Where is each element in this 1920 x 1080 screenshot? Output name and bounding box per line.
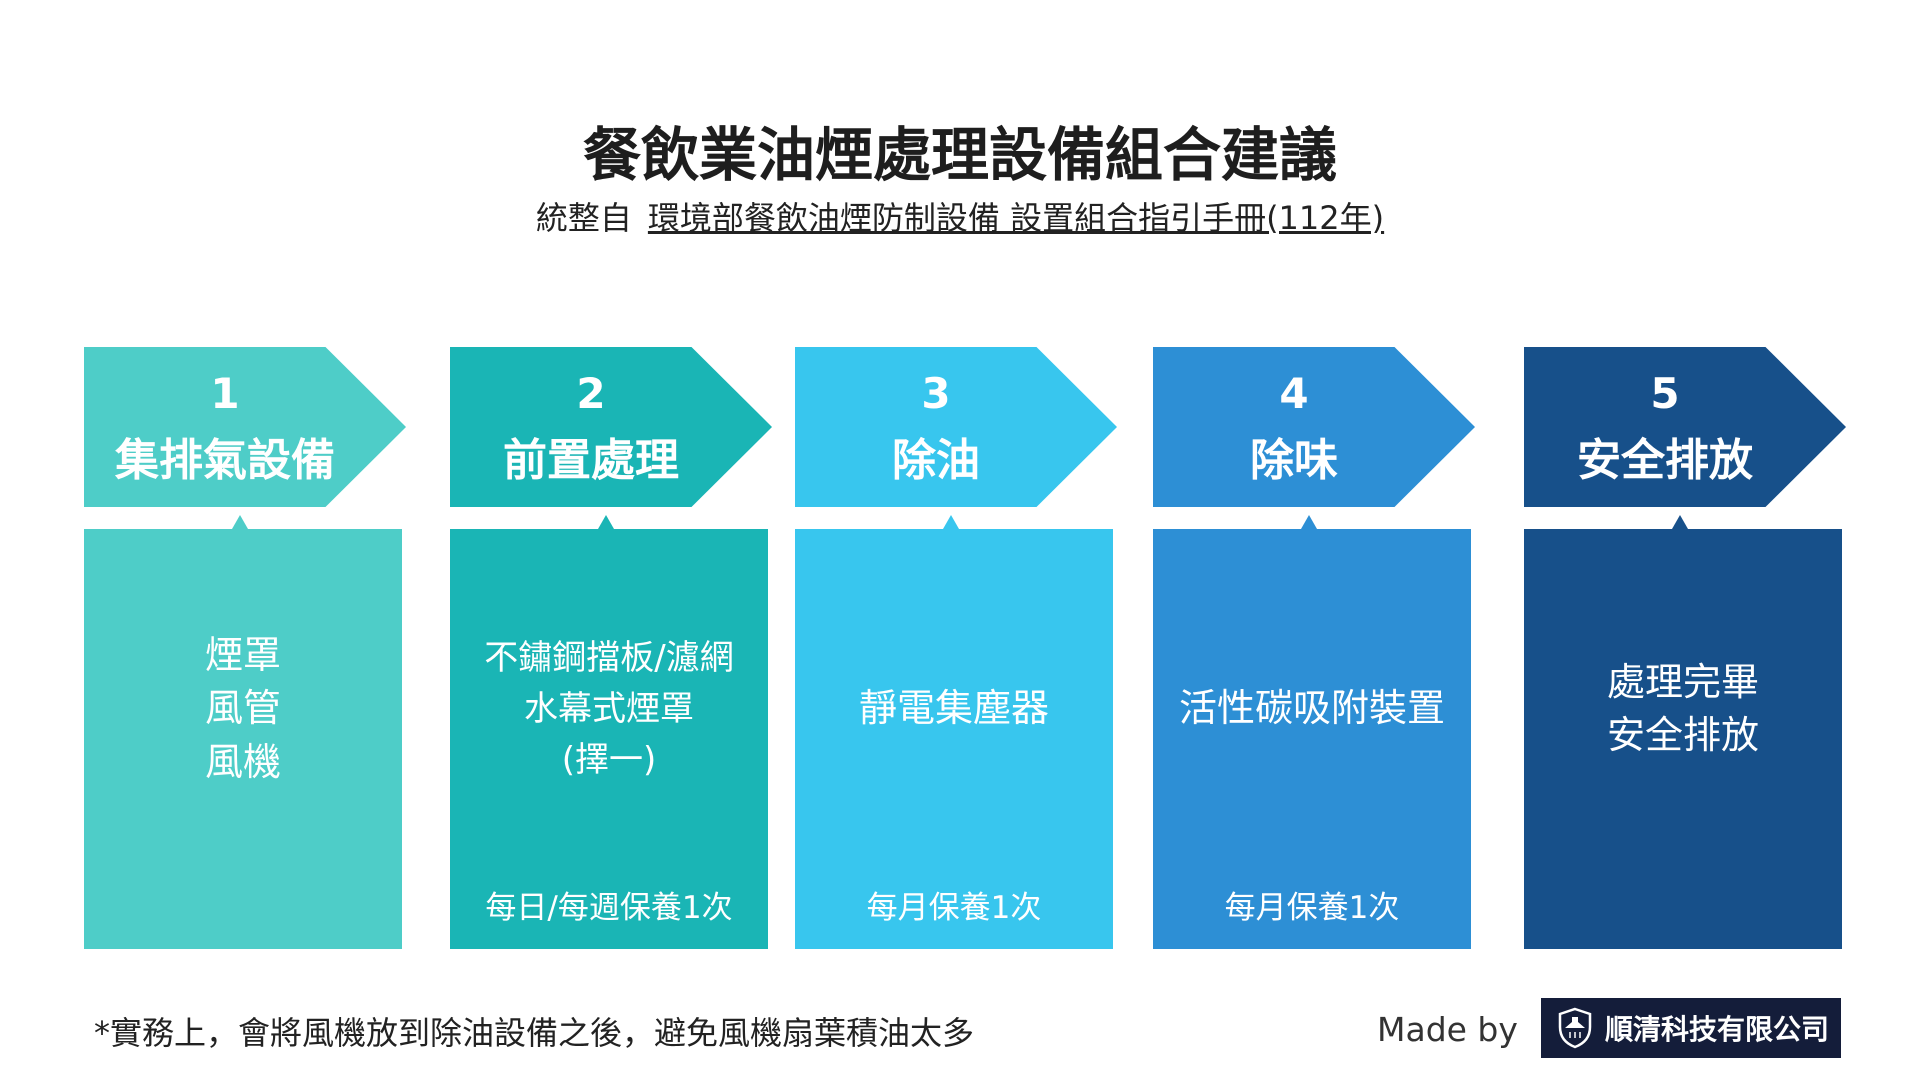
equipment-item: (擇一) xyxy=(561,739,657,780)
notch xyxy=(232,515,248,529)
footnote: *實務上，會將風機放到除油設備之後，避免風機扇葉積油太多 xyxy=(94,1014,975,1052)
equipment-item: 風管 xyxy=(204,686,281,731)
stage-label: 安全排放 xyxy=(1577,435,1753,486)
step-card: 靜電集塵器 每月保養1次 xyxy=(795,515,1113,949)
company-logo: 順清科技有限公司 xyxy=(1541,998,1841,1058)
step-1: 1 集排氣設備 煙罩風管風機 xyxy=(84,347,406,949)
maintenance-note: 每月保養1次 xyxy=(1224,890,1400,926)
equipment-item: 活性碳吸附裝置 xyxy=(1178,686,1445,731)
step-number: 4 xyxy=(1279,369,1309,418)
equipment-item: 煙罩 xyxy=(204,633,281,678)
step-card: 活性碳吸附裝置 每月保養1次 xyxy=(1153,515,1471,949)
step-arrow: 4 除味 xyxy=(1153,347,1475,507)
equipment-item: 不鏽鋼擋板/濾網 xyxy=(484,637,734,678)
step-4: 4 除味 活性碳吸附裝置 每月保養1次 xyxy=(1153,347,1475,949)
equipment-list: 靜電集塵器 xyxy=(795,529,1113,889)
step-arrow: 1 集排氣設備 xyxy=(84,347,406,507)
stage-label: 除油 xyxy=(892,435,980,486)
equipment-item: 處理完畢 xyxy=(1606,659,1759,704)
equipment-item: 風機 xyxy=(204,739,281,784)
notch xyxy=(598,515,614,529)
source-prefix: 統整自 xyxy=(535,199,632,237)
range-hood-shield-icon xyxy=(1558,1007,1592,1049)
step-arrow: 5 安全排放 xyxy=(1524,347,1846,507)
equipment-list: 處理完畢安全排放 xyxy=(1524,529,1842,889)
step-number: 5 xyxy=(1650,369,1680,418)
notch xyxy=(1672,515,1688,529)
step-arrow: 2 前置處理 xyxy=(450,347,772,507)
page-title: 餐飲業油煙處理設備組合建議 xyxy=(582,121,1337,189)
equipment-list: 煙罩風管風機 xyxy=(84,529,402,889)
notch xyxy=(1301,515,1317,529)
equipment-item: 安全排放 xyxy=(1606,713,1759,757)
subtitle: 統整自環境部餐飲油煙防制設備 設置組合指引手冊(112年) xyxy=(0,193,1920,239)
equipment-item: 靜電集塵器 xyxy=(858,686,1049,731)
source-link[interactable]: 環境部餐飲油煙防制設備 設置組合指引手冊(112年) xyxy=(647,199,1385,237)
step-number: 3 xyxy=(921,369,951,418)
equipment-item: 水幕式煙罩 xyxy=(524,688,694,729)
step-card: 煙罩風管風機 xyxy=(84,515,402,949)
stage-label: 前置處理 xyxy=(503,435,679,486)
step-card: 不鏽鋼擋板/濾網水幕式煙罩 (擇一) 每日/每週保養1次 xyxy=(450,515,768,949)
step-3: 3 除油 靜電集塵器 每月保養1次 xyxy=(795,347,1117,949)
step-5: 5 安全排放 處理完畢安全排放 xyxy=(1524,347,1846,949)
maintenance-note: 每日/每週保養1次 xyxy=(485,890,733,926)
step-number: 1 xyxy=(210,369,240,418)
step-card: 處理完畢安全排放 xyxy=(1524,515,1842,949)
maintenance-note: 每月保養1次 xyxy=(866,890,1042,926)
equipment-list: 不鏽鋼擋板/濾網水幕式煙罩 (擇一) xyxy=(450,529,768,889)
step-2: 2 前置處理 不鏽鋼擋板/濾網水幕式煙罩 (擇一) 每日/每週保養1次 xyxy=(450,347,772,949)
step-arrow: 3 除油 xyxy=(795,347,1117,507)
logo-text: 順清科技有限公司 xyxy=(1605,1013,1830,1046)
stage-label: 集排氣設備 xyxy=(115,435,335,486)
notch xyxy=(943,515,959,529)
step-number: 2 xyxy=(576,369,606,418)
made-by-label: Made by xyxy=(1377,1010,1518,1049)
stage-label: 除味 xyxy=(1250,435,1338,486)
equipment-list: 活性碳吸附裝置 xyxy=(1153,529,1471,889)
